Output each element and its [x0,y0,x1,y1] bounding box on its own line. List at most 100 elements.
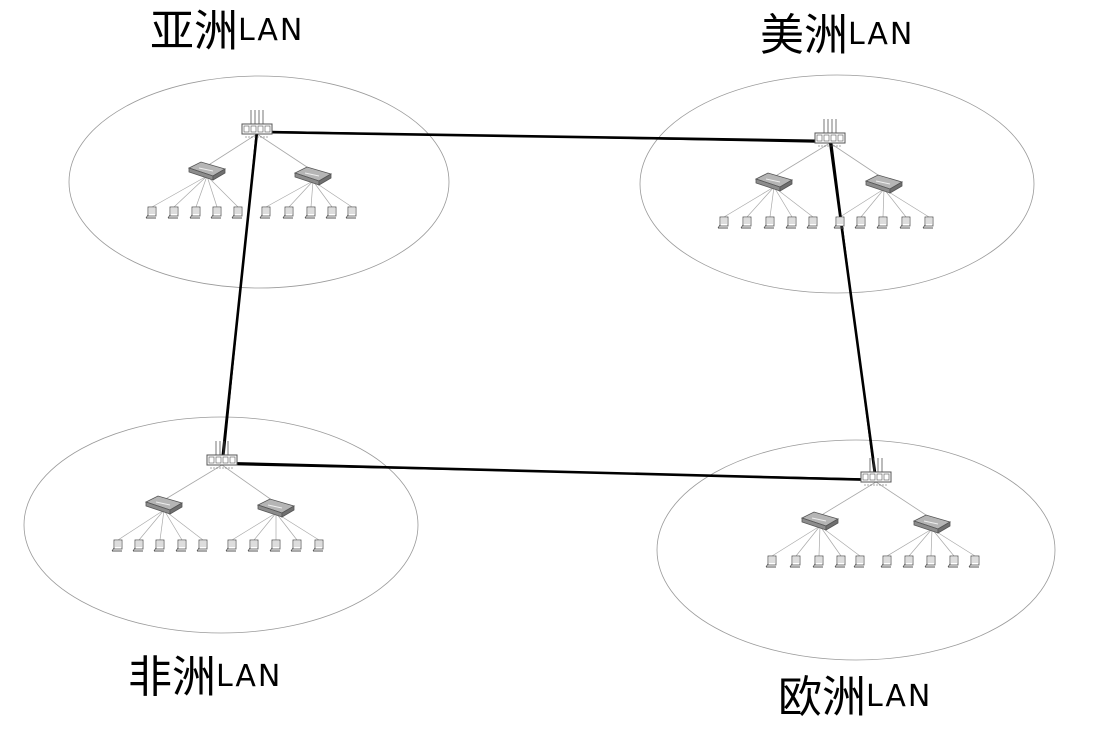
switch-computer-link [310,180,314,208]
switch-computer-link [819,525,842,557]
switch-icon [256,498,296,518]
computer-icon [225,539,237,552]
computer-icon [175,539,187,552]
router-switch-link [773,142,831,178]
backbone-links [220,130,878,482]
computer-icon [345,206,357,219]
computer-icon [922,216,934,229]
router-icon [241,110,273,138]
switch-computer-link [769,186,775,218]
switch-computer-link [771,525,821,557]
computer-icon [325,206,337,219]
switch-computer-link [159,509,165,541]
switch-computer-link [931,528,955,557]
lan-boundary-europe [656,439,1056,661]
switch-computer-link [746,186,775,218]
switch-computer-link [117,509,165,541]
lan-title-asia-suffix: LAN [238,13,305,48]
router-switch-link [206,133,258,167]
lan-title-america: 美洲LAN [760,14,914,58]
switch-computer-link [883,188,930,218]
lan-title-asia-main: 亚洲 [150,6,238,57]
switch-computer-link [138,509,165,541]
computer-icon [290,539,302,552]
computer-icon [282,206,294,219]
lan-title-africa: 非洲LAN [128,656,282,700]
backbone-link-sketch [223,133,257,463]
computer-icon [189,206,201,219]
switch-computer-link [312,180,353,208]
switch-icon [912,514,952,534]
switch-computer-link [288,180,314,208]
network-devices [111,110,980,568]
router-switch-link [875,481,933,520]
switch-computer-link [231,512,277,541]
lan-america-devices [717,119,934,229]
computer-icon [876,216,888,229]
lan-ellipses [23,74,1056,661]
lan-asia-devices [145,110,357,219]
lan-boundary-america [639,74,1035,294]
lan-title-america-main: 美洲 [760,10,848,61]
switch-computer-link [312,180,333,208]
lan-boundary-africa [23,416,419,634]
switch-computer-link [839,188,885,218]
computer-icon [196,539,208,552]
switch-icon [800,511,840,531]
computer-icon [269,539,281,552]
computer-icon [304,206,316,219]
backbone-link-sketch [831,139,876,482]
switch-computer-link [931,528,976,557]
computer-icon [111,539,123,552]
switch-computer-link [265,180,314,208]
lan-title-asia: 亚洲LAN [150,10,304,54]
computer-icon [899,216,911,229]
computer-icon [785,216,797,229]
computer-icon [833,216,845,229]
lan-title-europe: 欧洲LAN [778,676,932,720]
lan-africa-devices [111,441,324,552]
switch-computer-link [173,175,208,208]
computer-icon [902,555,914,568]
computer-icon [812,555,824,568]
router-switch-link [163,464,223,501]
switch-computer-link [860,188,885,218]
switch-computer-link [819,525,861,557]
computer-icon [210,206,222,219]
switch-computer-link [908,528,933,557]
computer-icon [247,539,259,552]
computer-icon [834,555,846,568]
lan-title-africa-suffix: LAN [216,659,283,694]
switch-icon [864,174,904,194]
computer-icon [854,216,866,229]
computer-icon [132,539,144,552]
router-switch-link [256,133,314,172]
router-switch-link [819,481,877,517]
computer-icon [853,555,865,568]
switch-computer-link [773,186,814,218]
computer-icon [312,539,324,552]
lan-title-europe-main: 欧洲 [778,672,866,723]
switch-computer-link [886,528,933,557]
backbone-link-sketch [220,464,878,480]
computer-icon [231,206,243,219]
computer-icon [259,206,271,219]
computer-icon [806,216,818,229]
switch-computer-link [206,175,239,208]
switch-computer-link [723,186,775,218]
switch-icon [754,172,794,192]
computer-icon [717,216,729,229]
router-icon [206,441,238,469]
lan-boundary-asia [68,75,450,289]
computer-icon [880,555,892,568]
switch-computer-link [275,512,320,541]
switch-computer-link [163,509,183,541]
switch-computer-link [206,175,218,208]
lan-title-europe-suffix: LAN [866,679,933,714]
switch-icon [293,166,333,186]
router-switch-link [221,464,277,504]
switch-icon [187,161,227,181]
switch-computer-link [253,512,277,541]
backbone-link-sketch [258,130,830,143]
